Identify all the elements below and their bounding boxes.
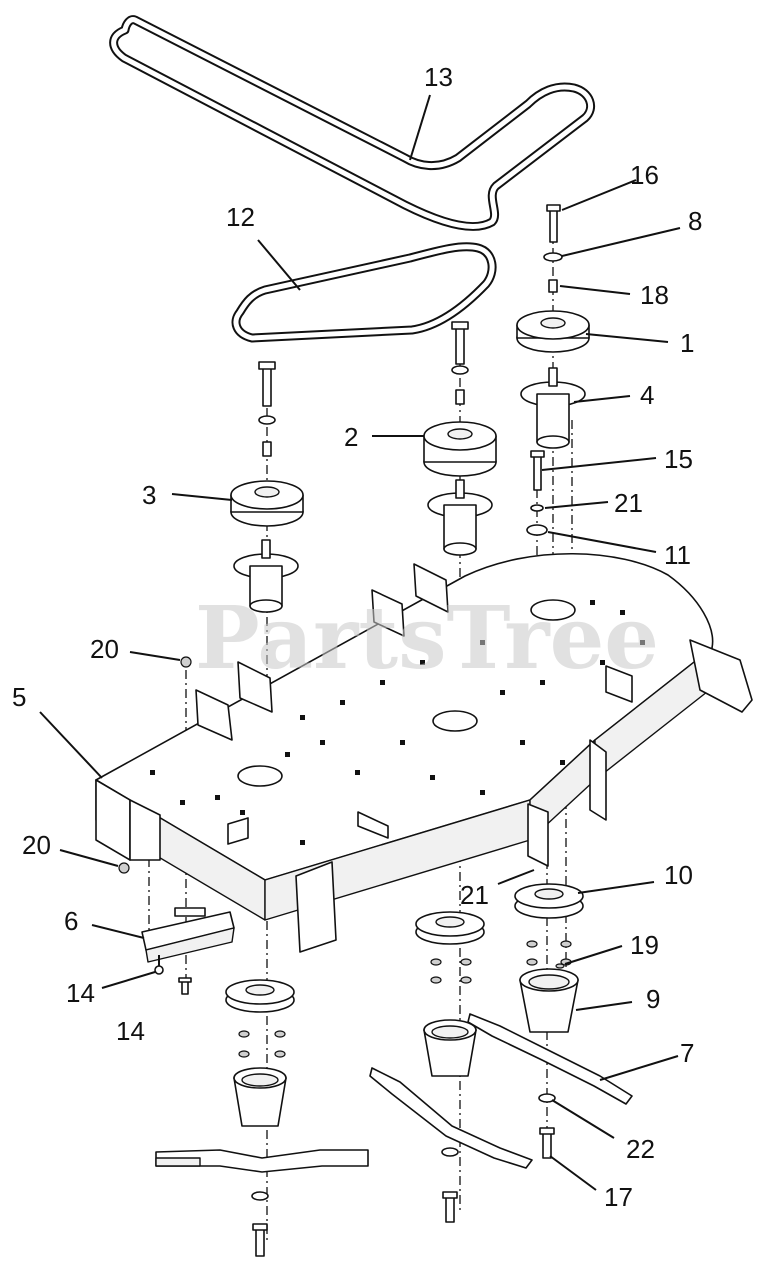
- washer-center-bottom[interactable]: [441, 1147, 459, 1157]
- callout-labels: 13 12 16 8 18 1 4 2 15 3 21 11 20 5 20 1…: [12, 62, 702, 1212]
- callout-10: 10: [664, 860, 693, 890]
- callout-1: 1: [680, 328, 694, 358]
- callout-22: 22: [626, 1134, 655, 1164]
- callout-16: 16: [630, 160, 659, 190]
- bolt-14-a[interactable]: [154, 955, 164, 975]
- callout-14-b: 14: [116, 1016, 145, 1046]
- callout-5: 5: [12, 682, 26, 712]
- lower-hub-center[interactable]: [415, 911, 485, 945]
- pulley-3[interactable]: [230, 480, 304, 527]
- bolt-16[interactable]: [546, 204, 561, 243]
- washer-21-top[interactable]: [530, 504, 544, 512]
- callout-18: 18: [640, 280, 669, 310]
- washer-8[interactable]: [543, 252, 563, 262]
- pulley-2[interactable]: [423, 421, 497, 477]
- lower-nuts-center: [430, 958, 472, 984]
- callout-13: 13: [424, 62, 453, 92]
- ring-11[interactable]: [526, 524, 548, 536]
- callout-14-a: 14: [66, 978, 95, 1008]
- bolt-15[interactable]: [530, 450, 545, 491]
- hub-10[interactable]: [514, 883, 584, 919]
- lower-hub-left[interactable]: [225, 979, 295, 1013]
- callout-2: 2: [344, 422, 358, 452]
- washer-left-bottom[interactable]: [251, 1191, 269, 1201]
- callout-4: 4: [640, 380, 654, 410]
- key-18[interactable]: [548, 279, 558, 293]
- callout-20-bottom: 20: [22, 830, 51, 860]
- key-left[interactable]: [262, 441, 272, 457]
- deck-brackets: [195, 563, 753, 953]
- bolt-17[interactable]: [539, 1127, 555, 1159]
- callout-20-top: 20: [90, 634, 119, 664]
- bolt-center-bottom[interactable]: [442, 1191, 458, 1223]
- callout-9: 9: [646, 984, 660, 1014]
- deck-shell[interactable]: [95, 552, 714, 921]
- bolt-14-b[interactable]: [178, 977, 192, 995]
- bolt-left-top[interactable]: [258, 361, 276, 407]
- leader-lines: [39, 94, 681, 1191]
- blade-center[interactable]: [369, 1067, 533, 1169]
- spindle-housing-4[interactable]: [520, 367, 586, 449]
- spindle-housing-left[interactable]: [233, 539, 299, 613]
- cup-9[interactable]: [519, 968, 579, 1033]
- bolt-left-bottom[interactable]: [252, 1223, 268, 1257]
- belt-13[interactable]: [109, 15, 596, 232]
- washer-19[interactable]: [555, 963, 565, 969]
- washer-left[interactable]: [258, 415, 276, 425]
- belt-12[interactable]: [231, 242, 497, 343]
- lower-nuts-right: [526, 940, 572, 966]
- callout-12: 12: [226, 202, 255, 232]
- shield-6[interactable]: [141, 907, 235, 963]
- callout-3: 3: [142, 480, 156, 510]
- spindle-housing-center[interactable]: [427, 479, 493, 556]
- blade-7[interactable]: [467, 1013, 633, 1105]
- callout-6: 6: [64, 906, 78, 936]
- callout-15: 15: [664, 444, 693, 474]
- callout-21-top: 21: [614, 488, 643, 518]
- nut-20-top[interactable]: [180, 656, 192, 668]
- watermark: PartsTree: [195, 588, 659, 689]
- blade-left[interactable]: [155, 1149, 369, 1173]
- lower-nuts-left: [238, 1030, 286, 1058]
- callout-7: 7: [680, 1038, 694, 1068]
- cup-left[interactable]: [233, 1067, 287, 1127]
- callout-19: 19: [630, 930, 659, 960]
- pulley-1[interactable]: [516, 310, 590, 353]
- key-center[interactable]: [455, 389, 465, 405]
- callout-11: 11: [664, 540, 691, 570]
- callout-21-bottom: 21: [460, 880, 489, 910]
- washer-22[interactable]: [538, 1093, 556, 1103]
- bolt-center-top[interactable]: [451, 321, 469, 365]
- callout-17: 17: [604, 1182, 633, 1212]
- nut-20-bottom[interactable]: [118, 862, 130, 874]
- callout-8: 8: [688, 206, 702, 236]
- washer-center[interactable]: [451, 365, 469, 375]
- cup-center[interactable]: [423, 1019, 477, 1077]
